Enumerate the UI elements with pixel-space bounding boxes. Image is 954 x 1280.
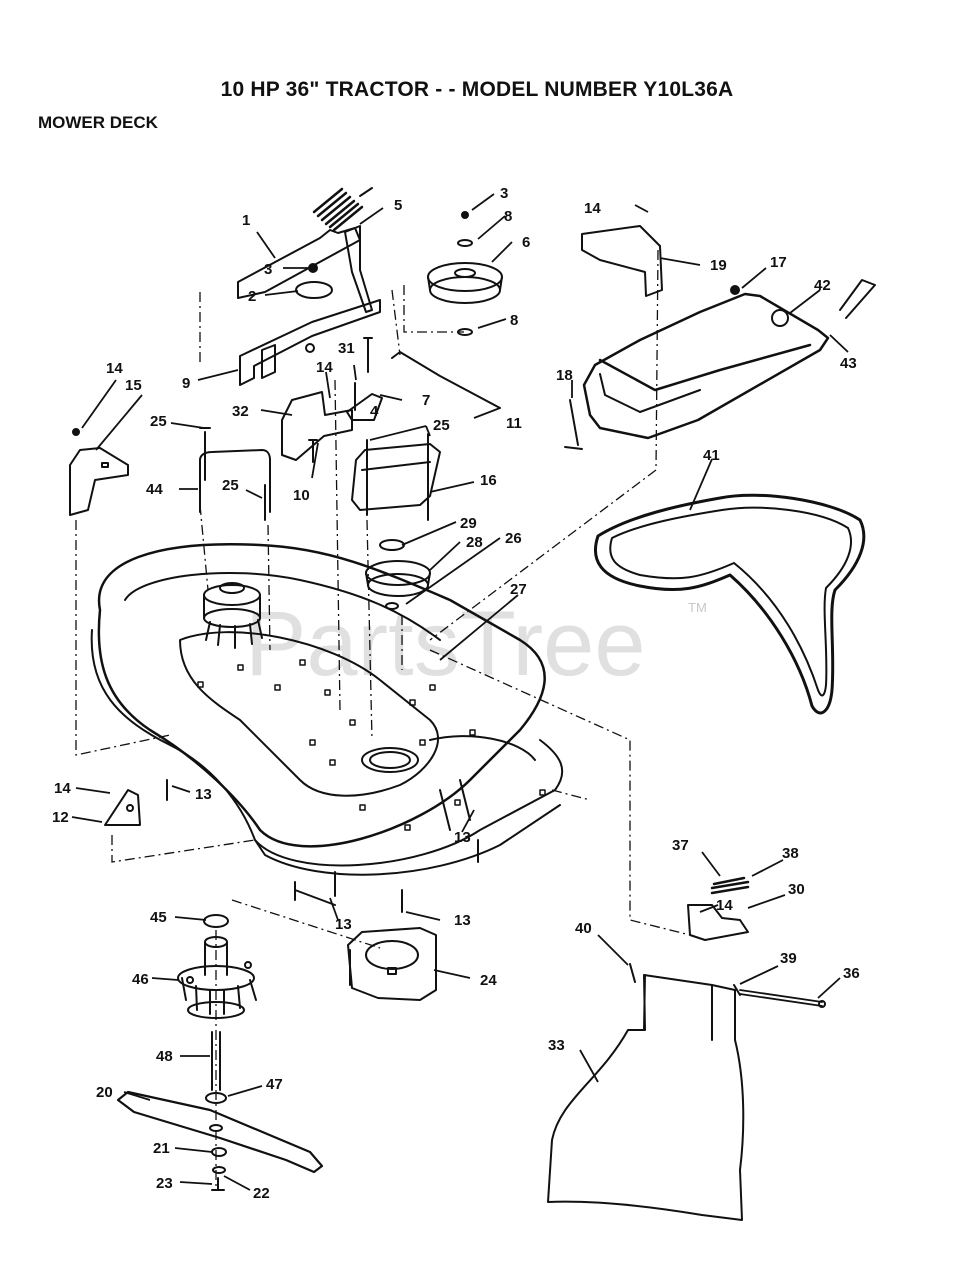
part-label-29: 29 bbox=[460, 515, 477, 532]
section-heading: MOWER DECK bbox=[38, 113, 158, 132]
lift-arm bbox=[344, 225, 373, 313]
spring-37 bbox=[710, 876, 750, 895]
part-label-3b: 3 bbox=[500, 185, 508, 202]
part-label-14c: 14 bbox=[584, 200, 601, 217]
washer-21 bbox=[211, 1147, 227, 1157]
part-label-14a: 14 bbox=[106, 360, 123, 377]
part-label-11: 11 bbox=[506, 415, 522, 432]
rod-36 bbox=[739, 989, 823, 1007]
part-label-33: 33 bbox=[548, 1037, 565, 1054]
bracket-15 bbox=[69, 447, 129, 516]
part-label-13c: 13 bbox=[335, 916, 352, 933]
part-label-3a: 3 bbox=[264, 261, 272, 278]
blade-20 bbox=[116, 1090, 324, 1174]
part-label-32: 32 bbox=[232, 403, 249, 420]
part-label-20: 20 bbox=[96, 1084, 113, 1101]
part-label-31: 31 bbox=[338, 340, 355, 357]
part-label-13d: 13 bbox=[454, 912, 471, 929]
part-label-48: 48 bbox=[156, 1048, 173, 1065]
bracket-12 bbox=[104, 789, 141, 826]
bolt-25a bbox=[199, 427, 211, 481]
hitch-bracket bbox=[581, 225, 663, 297]
part-label-23: 23 bbox=[156, 1175, 173, 1192]
belt-41 bbox=[593, 493, 866, 715]
bracket-32 bbox=[281, 391, 353, 461]
part-label-39: 39 bbox=[780, 950, 797, 967]
part-label-18: 18 bbox=[556, 367, 573, 384]
part-label-37: 37 bbox=[672, 837, 689, 854]
part-label-36: 36 bbox=[843, 965, 860, 982]
part-label-25a: 25 bbox=[150, 413, 167, 430]
part-label-45: 45 bbox=[150, 909, 167, 926]
part-label-25b: 25 bbox=[222, 477, 239, 494]
spindle-46 bbox=[177, 936, 257, 1019]
clip-40 bbox=[629, 963, 636, 983]
part-label-44: 44 bbox=[146, 481, 163, 498]
part-label-6: 6 bbox=[522, 234, 530, 251]
washer-8 bbox=[457, 239, 473, 247]
part-label-38: 38 bbox=[782, 845, 799, 862]
part-label-15: 15 bbox=[125, 377, 142, 394]
part-label-27: 27 bbox=[510, 581, 527, 598]
part-label-10: 10 bbox=[293, 487, 310, 504]
pin-43 bbox=[839, 279, 876, 319]
part-label-41: 41 bbox=[703, 447, 720, 464]
hitch-frame bbox=[582, 292, 830, 440]
part-label-2: 2 bbox=[248, 288, 256, 305]
part-label-24: 24 bbox=[480, 972, 497, 989]
clip-39 bbox=[733, 984, 741, 996]
part-label-12: 12 bbox=[52, 809, 69, 826]
watermark-trademark: TM bbox=[688, 600, 707, 615]
part-label-19: 19 bbox=[710, 257, 727, 274]
part-label-30: 30 bbox=[788, 881, 805, 898]
bolt-10 bbox=[308, 439, 318, 463]
bracket-4 bbox=[346, 393, 383, 421]
spring bbox=[312, 187, 373, 232]
part-label-1: 1 bbox=[242, 212, 250, 229]
part-label-22: 22 bbox=[253, 1185, 270, 1202]
part-label-8a: 8 bbox=[504, 208, 512, 225]
part-label-16: 16 bbox=[480, 472, 497, 489]
part-label-43: 43 bbox=[840, 355, 857, 372]
washer-22 bbox=[212, 1166, 226, 1174]
part-label-13a: 13 bbox=[195, 786, 212, 803]
bolt-7 bbox=[363, 337, 373, 373]
mower-deck bbox=[90, 543, 564, 876]
part-label-25c: 25 bbox=[433, 417, 450, 434]
part-label-8b: 8 bbox=[510, 312, 518, 329]
pin-18 bbox=[564, 399, 583, 450]
idler-pulley bbox=[427, 262, 503, 304]
page-title: 10 HP 36" TRACTOR - - MODEL NUMBER Y10L3… bbox=[220, 78, 734, 101]
part-label-28: 28 bbox=[466, 534, 483, 551]
part-label-5: 5 bbox=[394, 197, 402, 214]
washer-2 bbox=[295, 281, 333, 299]
shaft-48 bbox=[211, 1031, 221, 1091]
washer-42 bbox=[771, 309, 789, 327]
rod-44 bbox=[199, 449, 271, 513]
part-label-7: 7 bbox=[422, 392, 430, 409]
spindle-housing bbox=[347, 927, 437, 1001]
part-label-14e: 14 bbox=[716, 897, 733, 914]
part-label-9: 9 bbox=[182, 375, 190, 392]
part-label-42: 42 bbox=[814, 277, 831, 294]
part-label-4: 4 bbox=[370, 403, 379, 420]
grass-bag-33 bbox=[547, 974, 745, 1221]
bracket-9 bbox=[239, 299, 381, 386]
part-label-17: 17 bbox=[770, 254, 787, 271]
part-label-13b: 13 bbox=[454, 829, 471, 846]
part-label-46: 46 bbox=[132, 971, 149, 988]
part-label-47: 47 bbox=[266, 1076, 283, 1093]
watermark: PartsTree bbox=[245, 593, 645, 695]
bracket-16 bbox=[351, 443, 441, 511]
part-label-14d: 14 bbox=[54, 780, 71, 797]
bolt-23 bbox=[211, 1177, 225, 1191]
washer-45 bbox=[203, 914, 229, 928]
deck-spindle bbox=[203, 582, 263, 649]
part-label-21: 21 bbox=[153, 1140, 170, 1157]
rod-11 bbox=[391, 351, 501, 409]
part-label-26: 26 bbox=[505, 530, 522, 547]
part-label-14b: 14 bbox=[316, 359, 333, 376]
part-label-40: 40 bbox=[575, 920, 592, 937]
